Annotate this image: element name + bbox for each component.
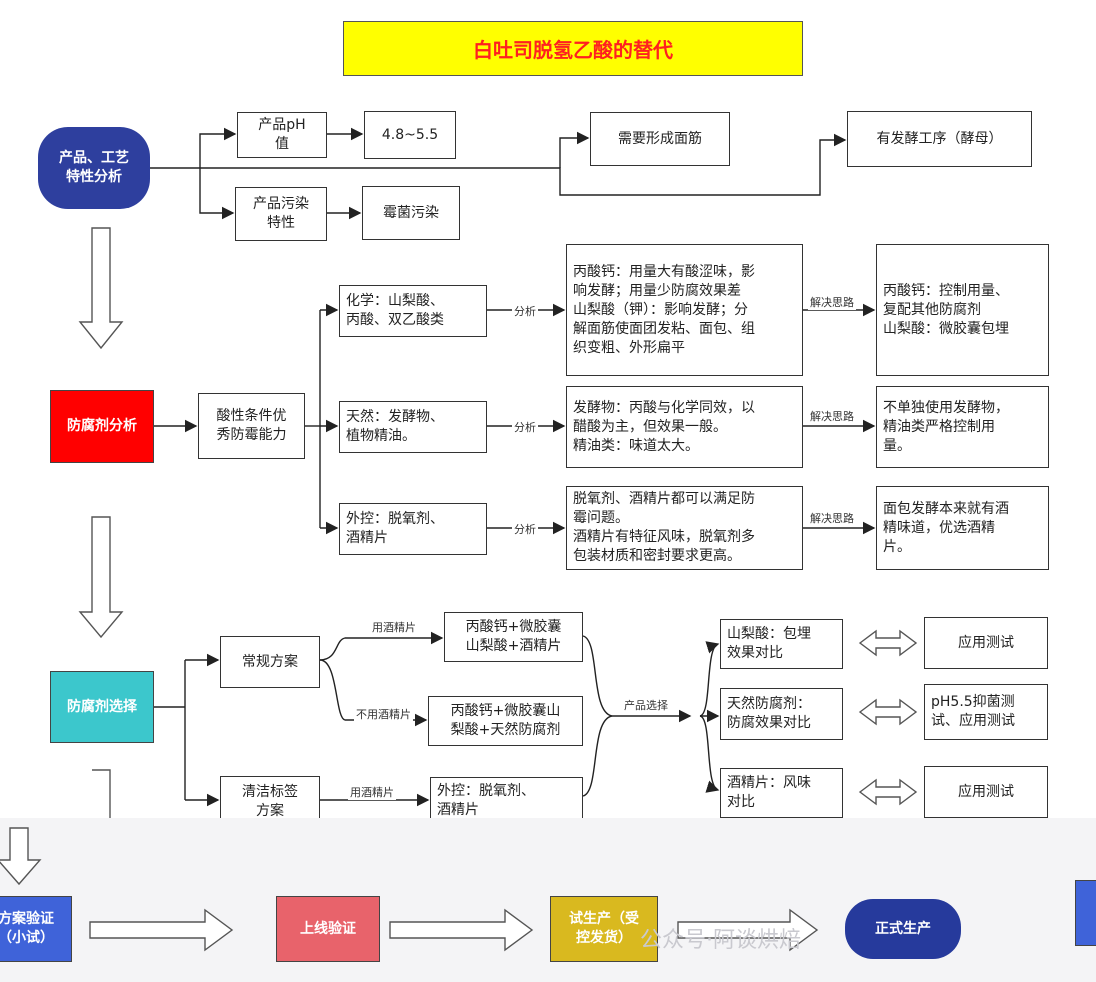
formal-production-node: 正式生产 <box>845 899 961 959</box>
watermark: 公众号·阿谈烘焙 <box>640 928 801 953</box>
external-node: 外控：脱氧剂、 酒精片 <box>339 503 487 555</box>
preservative-analysis-node: 防腐剂分析 <box>50 390 154 463</box>
ph-node: 产品pH 值 <box>237 112 327 158</box>
natural-analysis-node: 发酵物：丙酸与化学同效，以 醋酸为主，但效果一般。 精油类：味道太大。 <box>566 386 803 468</box>
clean-plan-a-node: 外控：脱氧剂、 酒精片 <box>430 777 583 823</box>
edge-label-analysis-3: 分析 <box>512 521 538 537</box>
test-sorbic-node: 山梨酸：包埋 效果对比 <box>720 619 843 669</box>
acidic-condition-node: 酸性条件优 秀防霉能力 <box>198 393 305 459</box>
chemical-solution-node: 丙酸钙：控制用量、 复配其他防腐剂 山梨酸：微胶囊包埋 <box>876 244 1049 376</box>
edge-label-analysis-2: 分析 <box>512 419 538 435</box>
product-analysis-node: 产品、工艺 特性分析 <box>38 127 150 209</box>
regular-plan-b-node: 丙酸钙+微胶囊山 梨酸+天然防腐剂 <box>428 696 583 746</box>
test-alcohol-node: 酒精片：风味 对比 <box>720 768 843 818</box>
plan-verify-node: 方案验证 （小试） <box>0 896 72 962</box>
test-natural-node: 天然防腐剂： 防腐效果对比 <box>720 688 843 740</box>
edge-label-solution-2: 解决思路 <box>808 408 856 424</box>
diagram-title: 白吐司脱氢乙酸的替代 <box>343 21 803 76</box>
chemical-analysis-node: 丙酸钙：用量大有酸涩味，影 响发酵；用量少防腐效果差 山梨酸（钾）：影响发酵；分… <box>566 244 803 376</box>
edge-label-solution-3: 解决思路 <box>808 510 856 526</box>
fermentation-node: 有发酵工序（酵母） <box>847 111 1032 167</box>
edge-label-no-alcohol: 不用酒精片 <box>354 706 413 722</box>
application-test-1-node: 应用测试 <box>924 617 1048 669</box>
contamination-node: 产品污染 特性 <box>235 187 327 241</box>
edge-label-analysis-1: 分析 <box>512 303 538 319</box>
trial-production-node: 试生产（受 控发货） <box>550 896 658 962</box>
regular-plan-node: 常规方案 <box>220 636 320 688</box>
gluten-node: 需要形成面筋 <box>590 112 730 166</box>
edge-label-use-alcohol-1: 用酒精片 <box>370 619 418 635</box>
external-solution-node: 面包发酵本来就有酒 精味道，优选酒精 片。 <box>876 486 1049 570</box>
bottom-arrows <box>0 827 819 952</box>
edge-label-use-alcohol-2: 用酒精片 <box>348 784 396 800</box>
application-test-2-node: pH5.5抑菌测 试、应用测试 <box>924 684 1048 740</box>
ph-value-node: 4.8~5.5 <box>364 111 456 159</box>
regular-plan-a-node: 丙酸钙+微胶囊 山梨酸+酒精片 <box>444 612 583 662</box>
offscreen-node-edge <box>1075 880 1096 946</box>
edge-label-product-select: 产品选择 <box>622 697 670 713</box>
chemical-node: 化学：山梨酸、 丙酸、双乙酸类 <box>339 285 487 337</box>
external-analysis-node: 脱氧剂、酒精片都可以满足防 霉问题。 酒精片有特征风味，脱氧剂多 包装材质和密封… <box>566 486 803 570</box>
line-verify-node: 上线验证 <box>276 896 380 962</box>
preservative-selection-node: 防腐剂选择 <box>50 671 154 743</box>
mold-node: 霉菌污染 <box>362 186 460 240</box>
edge-label-solution-1: 解决思路 <box>808 294 856 310</box>
application-test-3-node: 应用测试 <box>924 766 1048 818</box>
natural-node: 天然：发酵物、 植物精油。 <box>339 401 487 453</box>
natural-solution-node: 不单独使用发酵物， 精油类严格控制用 量。 <box>876 386 1049 468</box>
